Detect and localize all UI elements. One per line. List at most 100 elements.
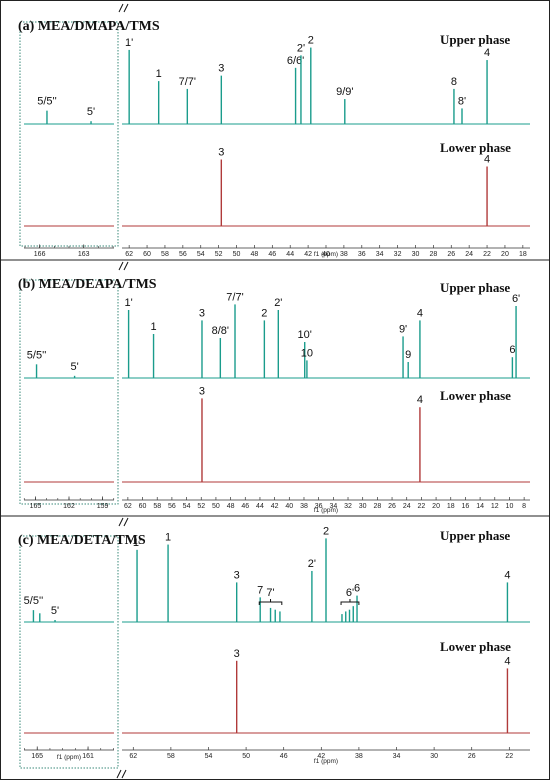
upper-peak-label: 4 xyxy=(484,47,490,59)
upper-inset-peak-label: 5' xyxy=(51,605,59,617)
bracket-label: 7' xyxy=(266,587,274,599)
upper-peak-label: 6/6' xyxy=(287,55,304,67)
bracket-label: 6' xyxy=(346,587,354,599)
main-x-tick-label: 60 xyxy=(139,503,147,510)
inset-box xyxy=(19,21,119,247)
main-x-tick-label: 22 xyxy=(483,251,491,258)
main-x-tick-label: 40 xyxy=(322,251,330,258)
upper-peak-label: 6 xyxy=(354,583,360,595)
main-x-tick-label: 44 xyxy=(286,251,294,258)
main-x-tick-label: 62 xyxy=(129,753,137,760)
upper-peak-label: 1 xyxy=(165,532,171,544)
main-x-tick-label: 30 xyxy=(430,753,438,760)
main-x-tick-label: 8 xyxy=(522,503,526,510)
upper-peak-label: 1' xyxy=(124,297,132,309)
main-x-tick-label: 56 xyxy=(179,251,187,258)
upper-peak-label: 9/9' xyxy=(336,86,353,98)
inset-x-axis-title: f1 (ppm) xyxy=(57,754,81,761)
upper-peak-label: 4 xyxy=(504,569,510,581)
main-x-tick-label: 48 xyxy=(227,503,235,510)
upper-phase-label: Upper phase xyxy=(440,280,510,295)
main-x-tick-label: 54 xyxy=(183,503,191,510)
lower-peak-label: 4 xyxy=(484,154,490,166)
main-x-tick-label: 36 xyxy=(315,503,323,510)
upper-inset-peak-label: 5/5'' xyxy=(24,595,44,607)
upper-peak-label: 7 xyxy=(257,584,263,596)
inset-x-tick-label: 161 xyxy=(82,753,94,760)
upper-peak-label: 2 xyxy=(261,307,267,319)
main-x-tick-label: 12 xyxy=(491,503,499,510)
main-x-tick-label: 22 xyxy=(505,753,513,760)
main-x-tick-label: 56 xyxy=(168,503,176,510)
main-x-tick-label: 36 xyxy=(358,251,366,258)
main-x-tick-label: 18 xyxy=(447,503,455,510)
main-x-tick-label: 30 xyxy=(412,251,420,258)
upper-peak-label: 1' xyxy=(125,37,133,49)
upper-peak-label: 2 xyxy=(308,35,314,47)
main-x-tick-label: 42 xyxy=(271,503,279,510)
main-x-tick-label: 52 xyxy=(215,251,223,258)
main-x-tick-label: 24 xyxy=(465,251,473,258)
main-x-tick-label: 50 xyxy=(212,503,220,510)
upper-peak-label: 9' xyxy=(399,323,407,335)
lower-peak-label: 4 xyxy=(417,394,423,406)
bracket xyxy=(340,599,360,605)
upper-phase-label: Upper phase xyxy=(440,32,510,47)
main-x-tick-label: 30 xyxy=(359,503,367,510)
inset-box xyxy=(19,535,119,769)
lower-phase-label: Lower phase xyxy=(440,639,511,654)
lower-peak-label: 4 xyxy=(504,655,510,667)
main-x-tick-label: 48 xyxy=(251,251,259,258)
main-x-tick-label: 18 xyxy=(519,251,527,258)
axis-break-mark xyxy=(118,517,129,527)
upper-peak-label: 1 xyxy=(150,321,156,333)
upper-peak-label: 2 xyxy=(323,525,329,537)
main-x-tick-label: 42 xyxy=(304,251,312,258)
upper-peak-label: 6' xyxy=(512,293,520,305)
panel-title: (b) MEA/DEAPA/TMS xyxy=(18,277,157,292)
main-x-tick-label: 14 xyxy=(476,503,484,510)
main-x-axis-title: f1 (ppm) xyxy=(314,758,338,765)
main-x-tick-label: 42 xyxy=(317,753,325,760)
main-x-tick-label: 54 xyxy=(205,753,213,760)
main-x-tick-label: 58 xyxy=(161,251,169,258)
main-x-tick-label: 50 xyxy=(233,251,241,258)
upper-peak-label: 3 xyxy=(234,569,240,581)
upper-peak-label: 3 xyxy=(218,63,224,75)
main-x-tick-label: 46 xyxy=(241,503,249,510)
main-x-axis-title: f1 (ppm) xyxy=(314,251,338,258)
main-x-tick-label: 28 xyxy=(429,251,437,258)
main-x-tick-label: 26 xyxy=(388,503,396,510)
main-x-tick-label: 26 xyxy=(468,753,476,760)
main-x-tick-label: 54 xyxy=(197,251,205,258)
main-x-tick-label: 28 xyxy=(373,503,381,510)
upper-peak-label: 6 xyxy=(509,344,515,356)
upper-peak-label: 8' xyxy=(458,95,466,107)
main-x-axis-title: f1 (ppm) xyxy=(314,507,338,514)
upper-peak-label: 2' xyxy=(274,297,282,309)
main-x-tick-label: 32 xyxy=(394,251,402,258)
upper-inset-peak-label: 5/5'' xyxy=(27,349,47,361)
inset-x-tick-label: 165 xyxy=(31,753,43,760)
panel-title: (c) MEA/DETA/TMS xyxy=(18,533,146,548)
inset-x-tick-label: 159 xyxy=(97,503,109,510)
main-x-tick-label: 34 xyxy=(329,503,337,510)
main-x-tick-label: 16 xyxy=(462,503,470,510)
bracket xyxy=(258,599,283,605)
main-x-tick-label: 58 xyxy=(153,503,161,510)
main-x-tick-label: 52 xyxy=(197,503,205,510)
panel-title: (a) MEA/DMAPA/TMS xyxy=(18,19,160,34)
upper-inset-peak-label: 5' xyxy=(87,106,95,118)
lower-peak-label: 3 xyxy=(218,147,224,159)
upper-peak-label: 3 xyxy=(199,307,205,319)
upper-peak-label: 4 xyxy=(417,307,423,319)
main-x-tick-label: 34 xyxy=(393,753,401,760)
lower-peak-label: 3 xyxy=(234,648,240,660)
main-x-tick-label: 50 xyxy=(242,753,250,760)
main-x-tick-label: 38 xyxy=(355,753,363,760)
main-x-tick-label: 34 xyxy=(376,251,384,258)
